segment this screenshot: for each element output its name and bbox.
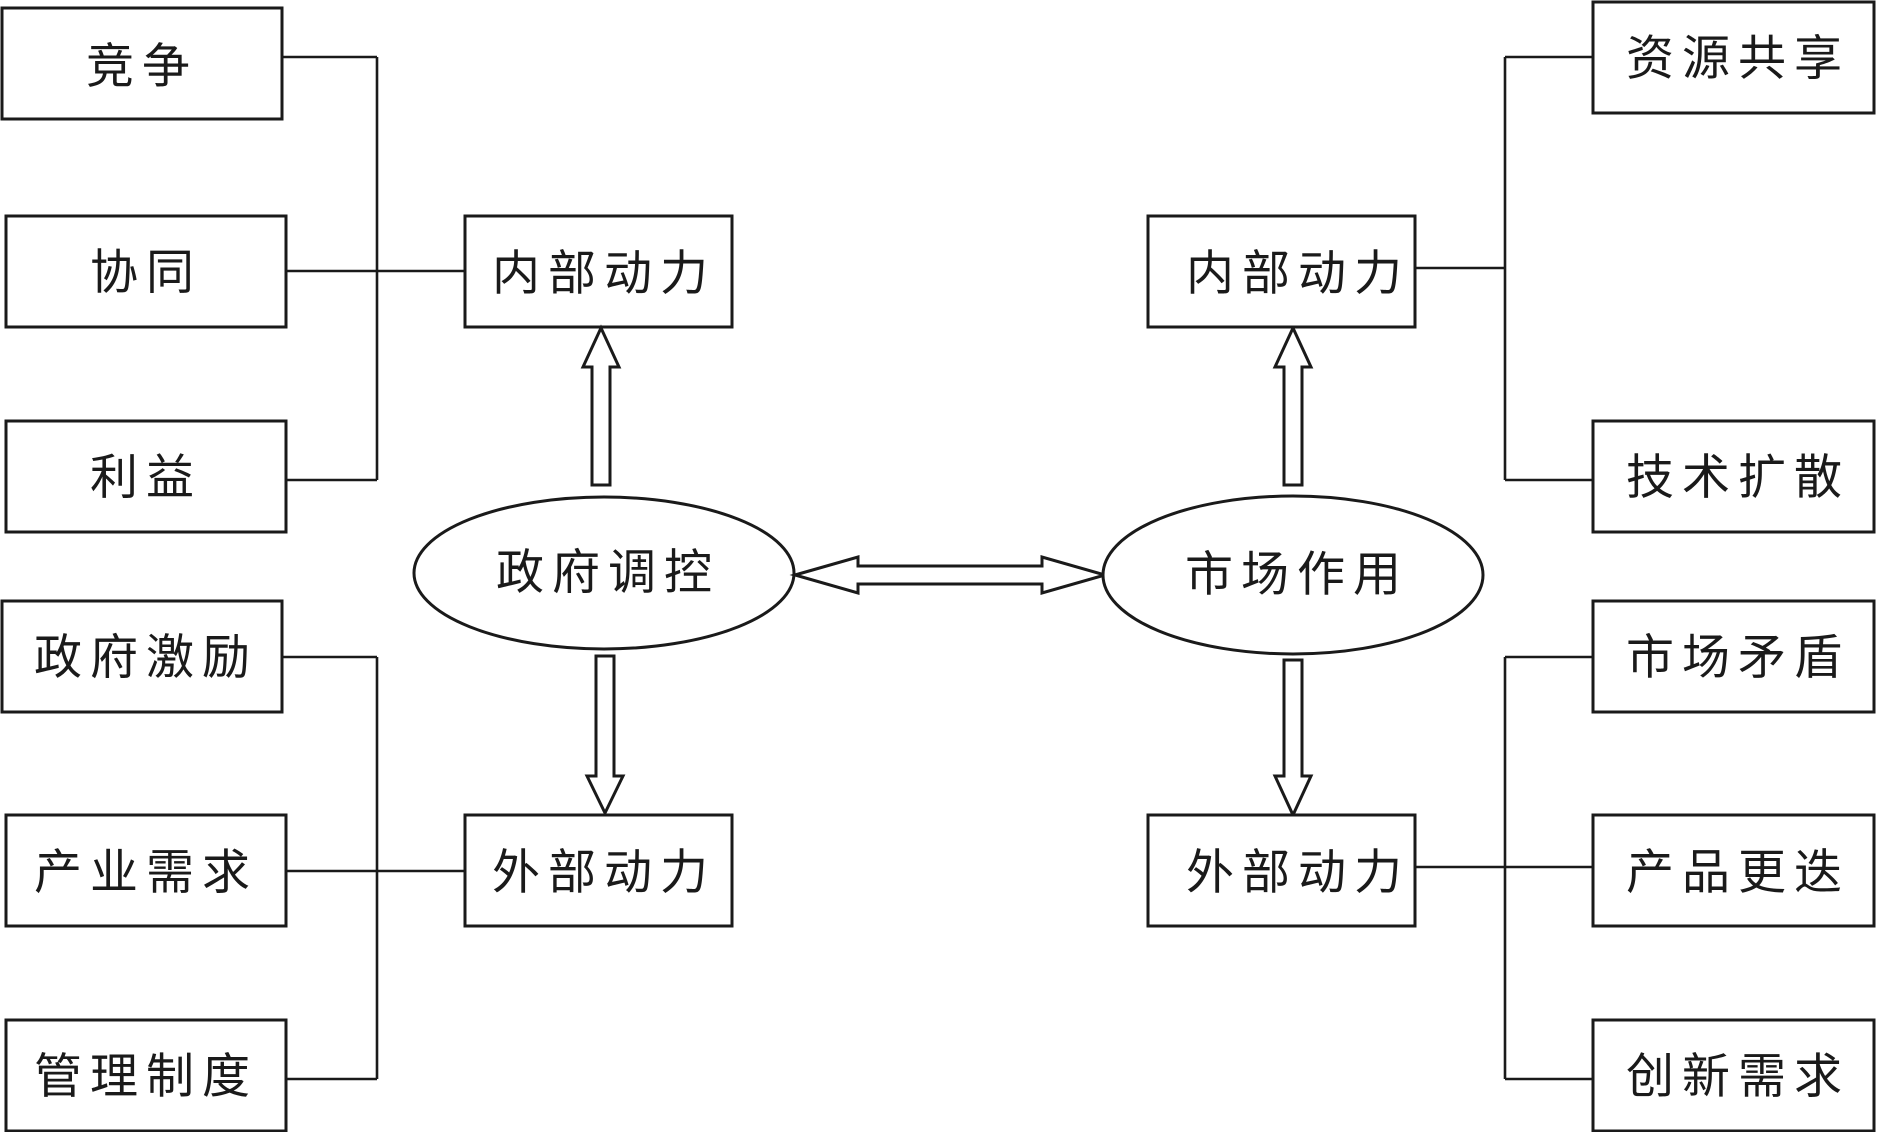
right-internal-connector <box>1415 55 1593 482</box>
right-external-factor-label: 产品更迭 <box>1626 845 1850 901</box>
left-external-factor-box: 政府激励 <box>0 599 284 714</box>
right-internal-factor-box: 技术扩散 <box>1591 419 1876 534</box>
right-external-factor-label: 创新需求 <box>1626 1049 1850 1105</box>
market-role-label: 市场作用 <box>1185 547 1409 603</box>
left-internal-factor-box: 利益 <box>4 419 288 534</box>
left-external-factor-box: 管理制度 <box>4 1018 288 1132</box>
left-internal-connector <box>282 55 465 482</box>
market-role-node: 市场作用 <box>1101 494 1485 656</box>
left-external-factor-label: 政府激励 <box>34 630 258 686</box>
right-up-arrow <box>1272 324 1314 487</box>
government-regulation-node: 政府调控 <box>412 495 796 651</box>
right-external-force-box: 外部动力 <box>1146 813 1417 928</box>
left-external-force-label: 外部动力 <box>492 845 716 901</box>
right-external-factor-box: 产品更迭 <box>1591 813 1876 928</box>
left-external-force-box: 外部动力 <box>463 813 734 928</box>
left-internal-force-label: 内部动力 <box>492 246 716 302</box>
right-internal-force-box: 内部动力 <box>1146 214 1417 329</box>
left-internal-factor-label: 利益 <box>90 450 202 506</box>
right-external-factor-box: 创新需求 <box>1591 1018 1876 1132</box>
government-regulation-label: 政府调控 <box>496 545 720 601</box>
left-internal-factor-label: 竞争 <box>86 39 198 95</box>
left-down-arrow <box>584 654 626 817</box>
left-internal-factor-label: 协同 <box>90 245 202 301</box>
left-external-factor-label: 管理制度 <box>34 1049 258 1105</box>
left-external-factor-box: 产业需求 <box>4 813 288 928</box>
right-external-factor-box: 市场矛盾 <box>1591 599 1876 714</box>
left-up-arrow <box>580 324 622 487</box>
left-external-factor-label: 产业需求 <box>34 845 258 901</box>
right-internal-force-label: 内部动力 <box>1186 246 1410 302</box>
right-internal-factor-label: 技术扩散 <box>1626 450 1850 506</box>
right-external-force-label: 外部动力 <box>1186 845 1410 901</box>
left-internal-factor-box: 协同 <box>4 214 288 329</box>
left-internal-factor-box: 竞争 <box>0 6 284 121</box>
right-external-factor-label: 市场矛盾 <box>1626 630 1850 686</box>
left-external-connector <box>282 655 465 1081</box>
right-internal-factor-label: 资源共享 <box>1626 31 1850 87</box>
bidirectional-arrow <box>789 555 1111 595</box>
left-internal-force-box: 内部动力 <box>463 214 734 329</box>
right-internal-factor-box: 资源共享 <box>1591 0 1876 115</box>
right-external-connector <box>1415 655 1593 1081</box>
right-down-arrow <box>1272 658 1314 819</box>
